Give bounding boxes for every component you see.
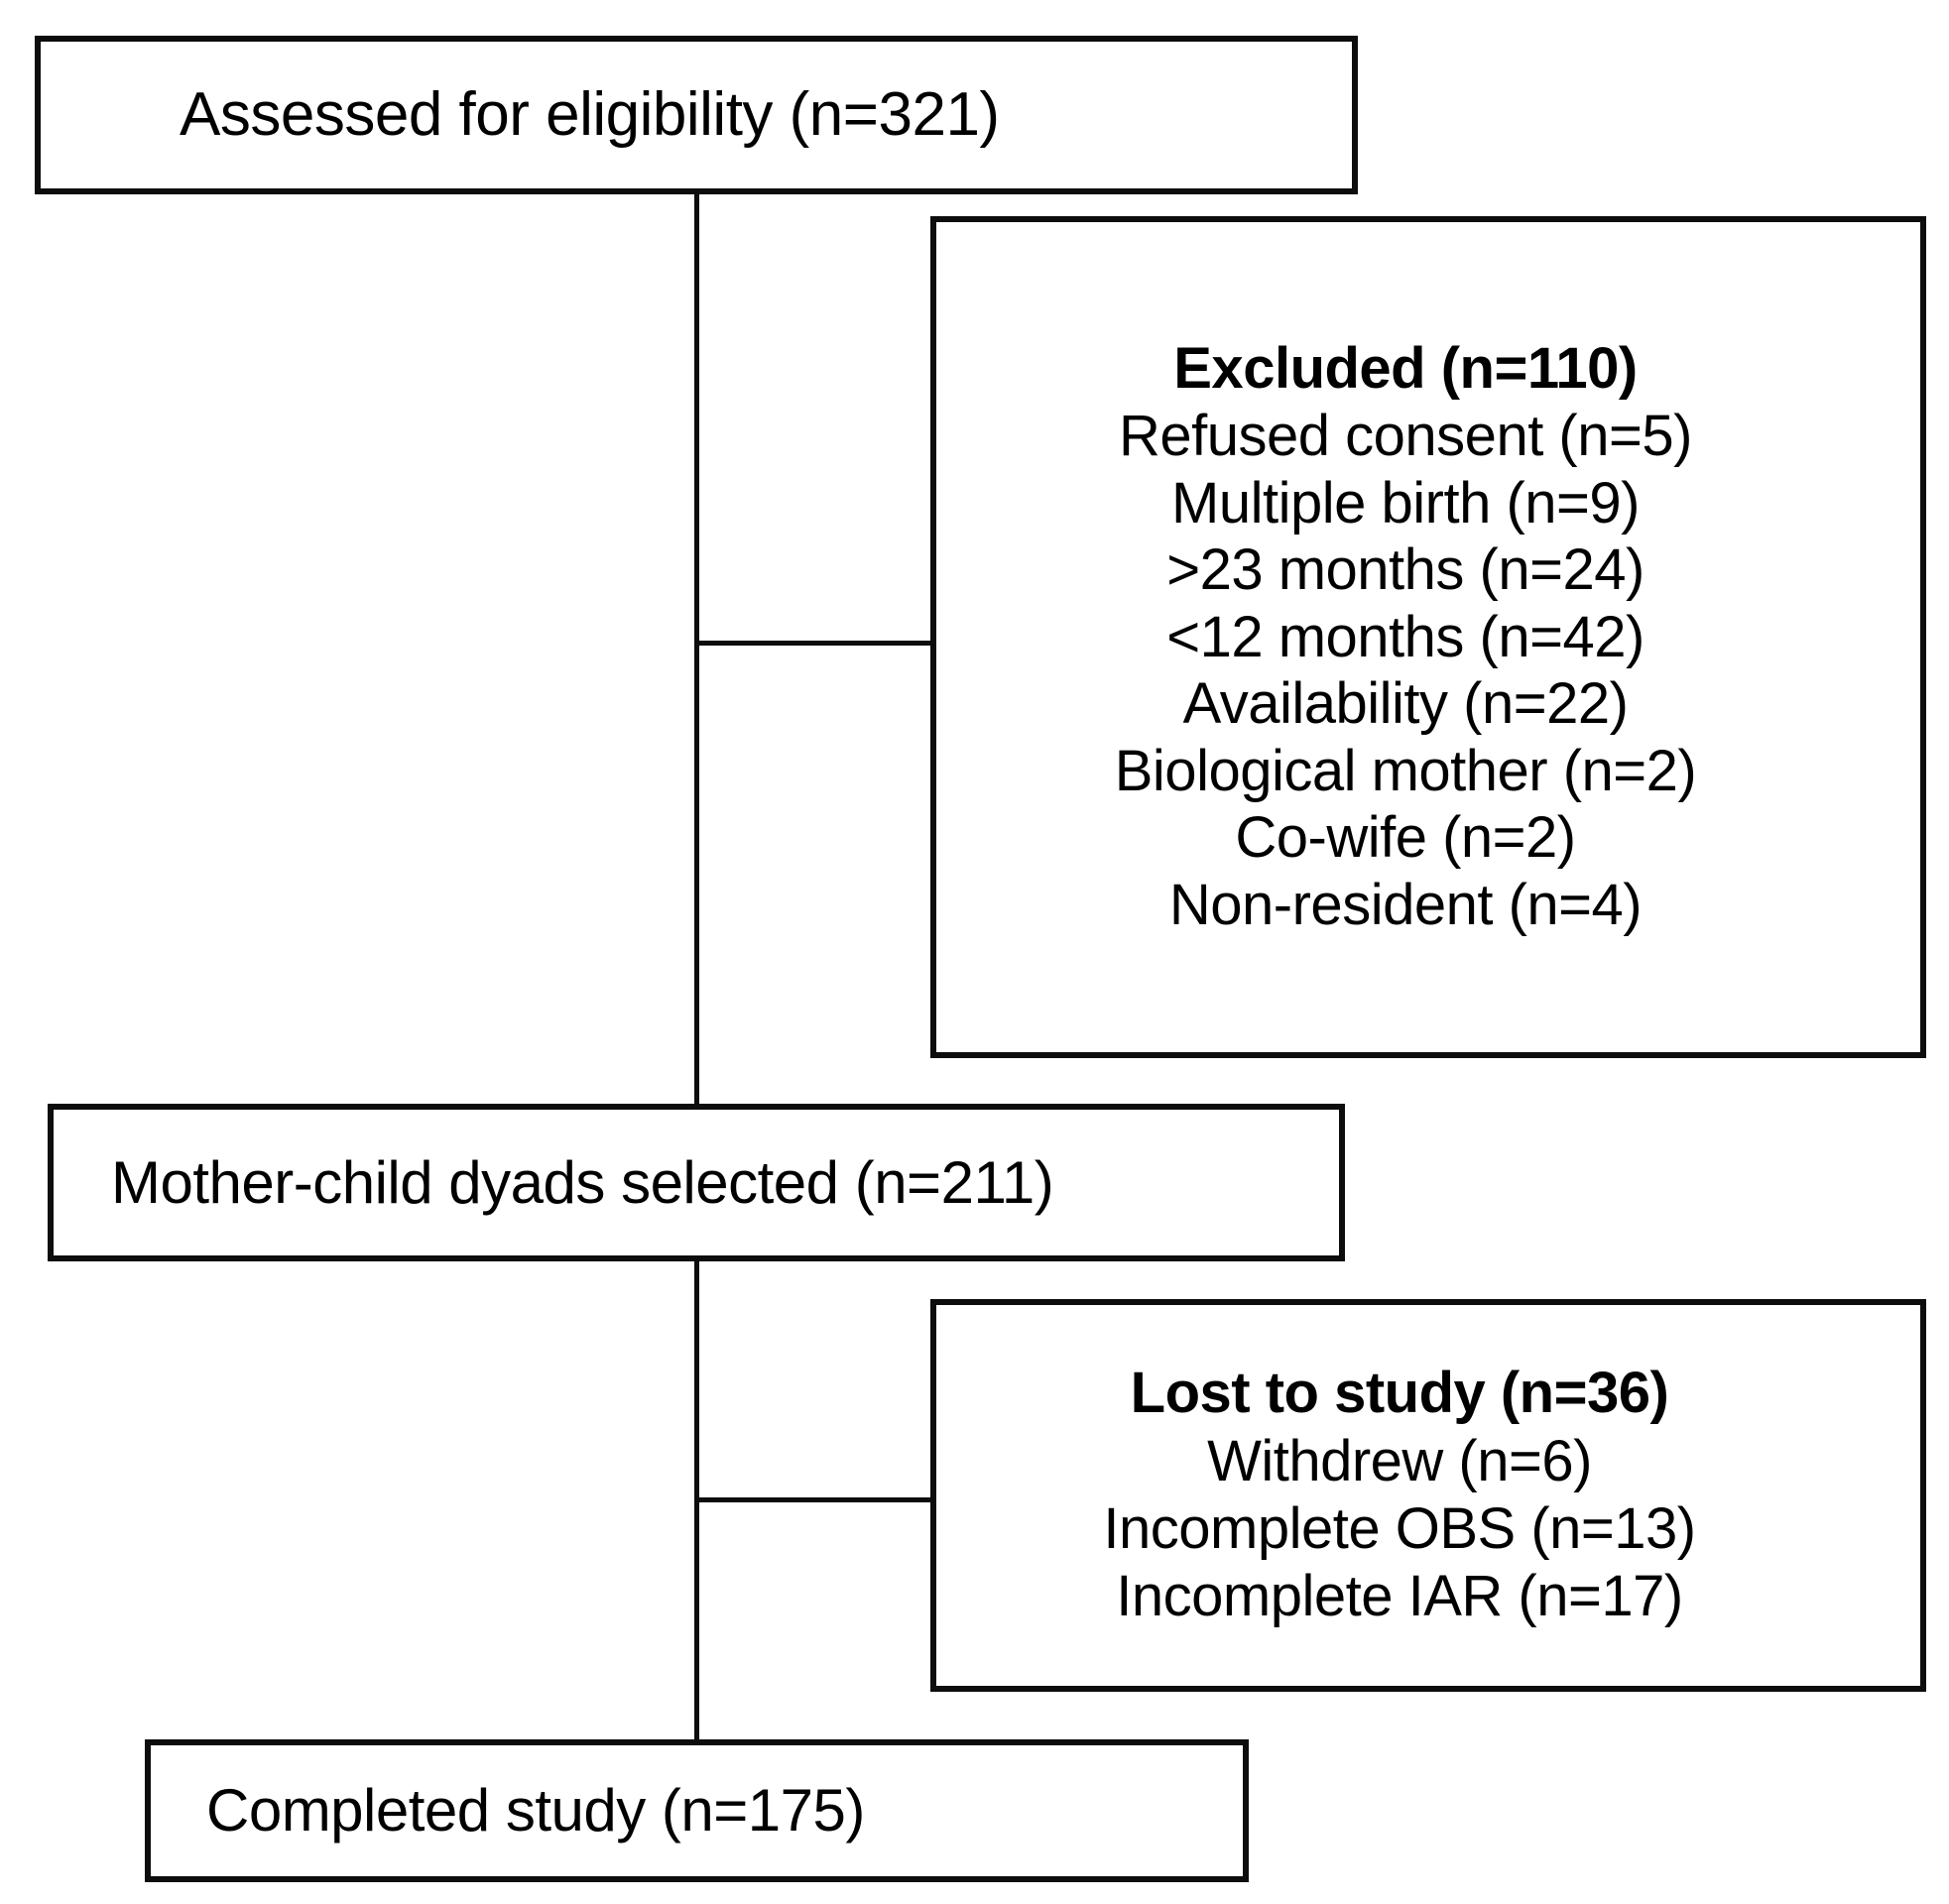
node-excluded: Excluded (n=110) Refused consent (n=5) M… (930, 216, 1926, 1058)
node-excluded-line-6: Biological mother (n=2) (1114, 738, 1697, 803)
node-lost-line-0: Lost to study (n=36) (1130, 1361, 1669, 1426)
node-mother-child-dyads-selected: Mother-child dyads selected (n=211) (48, 1104, 1345, 1261)
node-lost-line-3: Incomplete IAR (n=17) (1116, 1564, 1683, 1629)
node-excluded-line-2: Multiple birth (n=9) (1171, 470, 1640, 536)
node-excluded-line-7: Co-wife (n=2) (1235, 805, 1576, 871)
node-lost-line-2: Incomplete OBS (n=13) (1103, 1496, 1696, 1561)
node-selected-line-0: Mother-child dyads selected (n=211) (111, 1148, 1054, 1216)
node-completed-study: Completed study (n=175) (145, 1739, 1249, 1882)
connector-to-excluded-box (694, 641, 932, 646)
node-excluded-line-4: <12 months (n=42) (1166, 604, 1644, 669)
node-excluded-line-1: Refused consent (n=5) (1119, 404, 1692, 469)
connector-to-lost-box (694, 1497, 932, 1502)
node-lost-to-study: Lost to study (n=36) Withdrew (n=6) Inco… (930, 1299, 1926, 1692)
node-excluded-line-5: Availability (n=22) (1182, 671, 1629, 737)
node-assessed-line-0: Assessed for eligibility (n=321) (180, 80, 1000, 150)
node-assessed-for-eligibility: Assessed for eligibility (n=321) (35, 36, 1358, 194)
node-lost-line-1: Withdrew (n=6) (1207, 1428, 1592, 1493)
node-excluded-line-8: Non-resident (n=4) (1168, 872, 1643, 937)
node-excluded-line-3: >23 months (n=24) (1166, 537, 1644, 603)
connector-assessed-to-selected (694, 194, 699, 1107)
node-excluded-line-0: Excluded (n=110) (1173, 336, 1638, 402)
node-completed-line-0: Completed study (n=175) (206, 1777, 865, 1844)
